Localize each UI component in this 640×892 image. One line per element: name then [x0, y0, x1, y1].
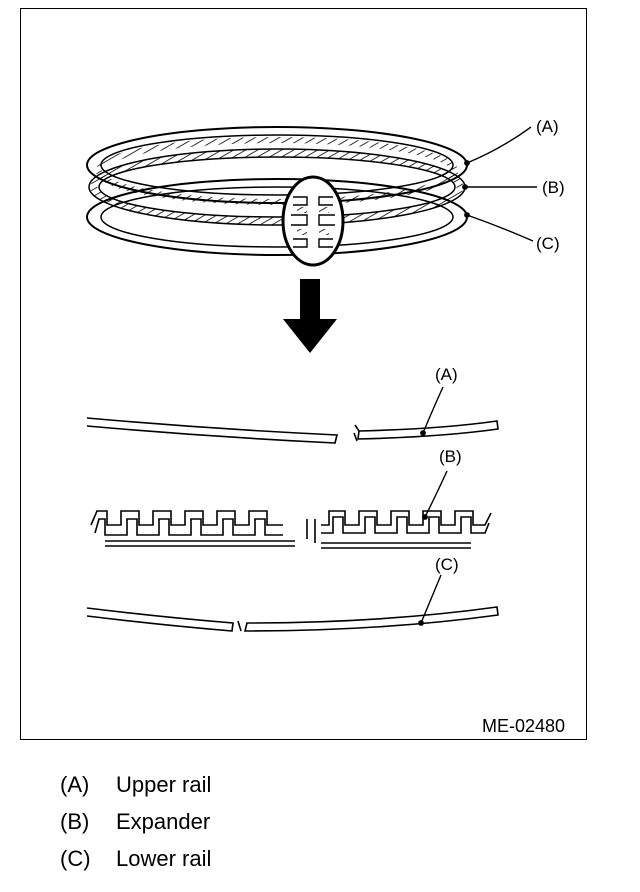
callout-b-top: (B)	[542, 178, 565, 197]
expander-hatch-band	[90, 149, 464, 225]
callout-c-top: (C)	[536, 234, 560, 253]
callout-c-detail: (C)	[435, 555, 459, 574]
callout-b-detail: (B)	[439, 447, 462, 466]
down-arrow-icon	[283, 279, 337, 353]
detail-lower-rail	[86, 606, 499, 632]
legend-item-upper-rail: (A) Upper rail	[60, 766, 211, 803]
legend-item-lower-rail: (C) Lower rail	[60, 840, 211, 877]
detail-expander	[90, 510, 492, 549]
upper-rail-inner	[100, 134, 454, 196]
legend-key: (B)	[60, 808, 90, 834]
ring-assembly	[86, 126, 468, 256]
leader-b-detail	[424, 470, 448, 518]
leader-c-detail	[420, 574, 442, 624]
diagram-frame: (A) (B) (C) (A) (B)	[20, 8, 587, 740]
lower-rail-inner	[100, 186, 454, 248]
legend-item-expander: (B) Expander	[60, 803, 211, 840]
piston-ring-diagram: (A) (B) (C) (A) (B)	[86, 117, 565, 736]
leader-a-top	[466, 126, 532, 164]
figure-code: ME-02480	[482, 716, 565, 736]
legend: (A) Upper rail (B) Expander (C) Lower ra…	[60, 766, 211, 877]
legend-key: (A)	[60, 771, 90, 797]
leader-c-top	[466, 214, 534, 242]
leader-a-detail	[422, 386, 444, 434]
callout-a-detail: (A)	[435, 365, 458, 384]
legend-key: (C)	[60, 845, 91, 871]
callout-a-top: (A)	[536, 117, 559, 136]
expander-inner	[98, 156, 456, 218]
legend-label: Expander	[116, 808, 211, 834]
detail-upper-rail	[86, 417, 499, 444]
top-leaders	[462, 126, 537, 242]
magnifier-oval	[281, 175, 345, 267]
legend-label: Upper rail	[116, 771, 212, 797]
legend-label: Lower rail	[116, 845, 212, 871]
